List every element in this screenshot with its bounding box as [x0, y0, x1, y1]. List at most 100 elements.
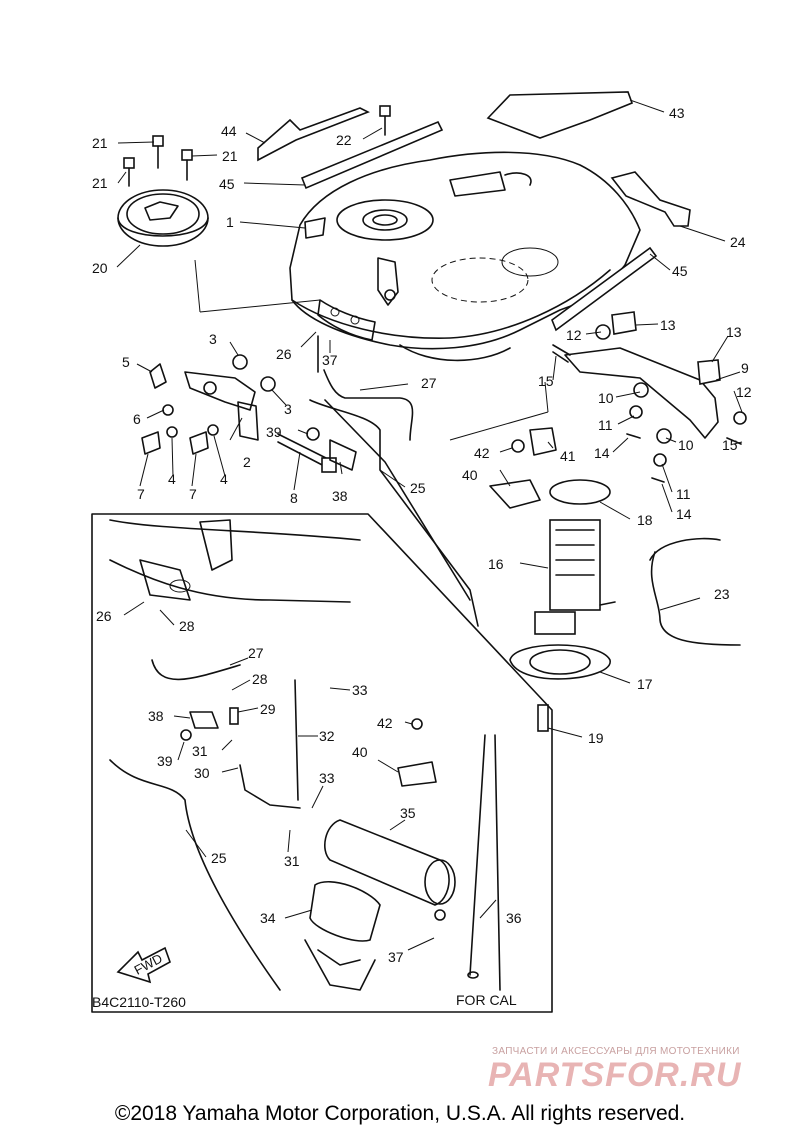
fuel-hoses	[309, 335, 741, 646]
callout-10-b: 10	[678, 437, 694, 453]
callout-42-a: 42	[474, 445, 490, 461]
callout-20: 20	[92, 260, 108, 276]
callout-43: 43	[669, 105, 685, 121]
callout-45-a: 45	[219, 176, 235, 192]
callout-8: 8	[290, 490, 298, 506]
callout-11-b: 11	[676, 486, 691, 502]
callout-39-b: 39	[157, 753, 173, 769]
callout-41: 41	[560, 448, 576, 464]
inset-tank-portion	[109, 519, 361, 603]
rear-bracket	[610, 171, 691, 227]
callout-17: 17	[637, 676, 653, 692]
callout-25-a: 25	[410, 480, 426, 496]
callout-7-b: 7	[189, 486, 197, 502]
callout-13-a: 13	[660, 317, 676, 333]
canister	[324, 819, 456, 921]
side-cover-strip-left	[300, 120, 444, 190]
callout-2: 2	[243, 454, 251, 470]
callout-15-b: 15	[722, 437, 738, 453]
callout-33-b: 33	[319, 770, 335, 786]
watermark-logo: PARTSFOR.RU	[488, 1056, 742, 1094]
callout-39-a: 39	[266, 424, 282, 440]
callout-15-a: 15	[538, 373, 554, 389]
callout-14-a: 14	[594, 445, 610, 461]
callout-21-c: 21	[92, 135, 108, 151]
diagram-code: B4C2110-T260	[92, 994, 186, 1010]
callout-29: 29	[260, 701, 276, 717]
forward-arrow-icon	[116, 946, 171, 984]
callout-37-b: 37	[388, 949, 404, 965]
callout-11-a: 11	[598, 417, 613, 433]
callout-4-b: 4	[220, 471, 228, 487]
callout-10-a: 10	[598, 390, 614, 406]
callout-19: 19	[588, 730, 604, 746]
callout-18: 18	[637, 512, 653, 528]
callout-28-b: 28	[252, 671, 268, 687]
inset-small-parts	[180, 707, 437, 787]
callout-33-a: 33	[352, 682, 368, 698]
callout-7-a: 7	[137, 486, 145, 502]
callout-27-b: 27	[248, 645, 264, 661]
callout-45-b: 45	[672, 263, 688, 279]
fuel-tank	[289, 151, 641, 362]
rear-mount-bracket	[552, 311, 747, 483]
callout-28-a: 28	[179, 618, 195, 634]
callout-12-a: 12	[566, 327, 582, 343]
callout-21-a: 21	[222, 148, 238, 164]
callout-12-b: 12	[736, 384, 752, 400]
evap-hoses	[109, 659, 501, 991]
callout-23: 23	[714, 586, 730, 602]
o-ring	[549, 479, 611, 505]
callout-5: 5	[122, 354, 130, 370]
callout-35: 35	[400, 805, 416, 821]
fuel-cap	[117, 189, 209, 247]
leader-lines	[116, 99, 743, 951]
callout-27-a: 27	[421, 375, 437, 391]
callout-42-b: 42	[377, 715, 393, 731]
plate-bolt	[537, 704, 549, 732]
callout-labels: 1 2 3 3 4 4 5 6 7 7 8 9 10 10 11 11 12 1…	[92, 105, 752, 1010]
callout-6: 6	[133, 411, 141, 427]
callout-24: 24	[730, 234, 746, 250]
callout-4-a: 4	[168, 471, 176, 487]
callout-32: 32	[319, 728, 335, 744]
callout-26-b: 26	[96, 608, 112, 624]
callout-40-b: 40	[352, 744, 368, 760]
callout-40-a: 40	[462, 467, 478, 483]
callout-31-a: 31	[192, 743, 208, 759]
clip-41	[529, 427, 557, 456]
fuel-pump	[534, 519, 616, 635]
callout-22: 22	[336, 132, 352, 148]
callout-14-b: 14	[676, 506, 692, 522]
callout-38-a: 38	[332, 488, 348, 504]
callout-21-b: 21	[92, 175, 108, 191]
pump-plate	[509, 644, 611, 680]
bracket-assembly	[141, 354, 357, 473]
callout-9: 9	[741, 360, 749, 376]
copyright-footer: ©2018 Yamaha Motor Corporation, U.S.A. A…	[114, 1102, 686, 1125]
screw-42	[511, 439, 525, 453]
bracket-40	[489, 479, 541, 509]
callout-3-b: 3	[284, 401, 292, 417]
callout-44: 44	[221, 123, 237, 139]
canister-bracket	[304, 880, 381, 991]
inset-frame	[91, 513, 553, 1013]
callout-37-a: 37	[322, 352, 338, 368]
cap-bolts	[123, 105, 391, 187]
callout-38-b: 38	[148, 708, 164, 724]
inset-label: FOR CAL	[456, 992, 517, 1008]
side-trim	[257, 107, 370, 162]
callout-1: 1	[226, 214, 234, 230]
callout-25-b: 25	[211, 850, 227, 866]
callout-31-b: 31	[284, 853, 300, 869]
callout-34: 34	[260, 910, 276, 926]
callout-36: 36	[506, 910, 522, 926]
callout-13-b: 13	[726, 324, 742, 340]
tank-pad	[486, 91, 634, 139]
side-cover-strip-right	[551, 246, 658, 332]
callout-3-a: 3	[209, 331, 217, 347]
callout-30: 30	[194, 765, 210, 781]
watermark-tagline: ЗАПЧАСТИ И АКСЕССУАРЫ ДЛЯ МОТОТЕХНИКИ	[492, 1046, 740, 1057]
callout-26-a: 26	[276, 346, 292, 362]
